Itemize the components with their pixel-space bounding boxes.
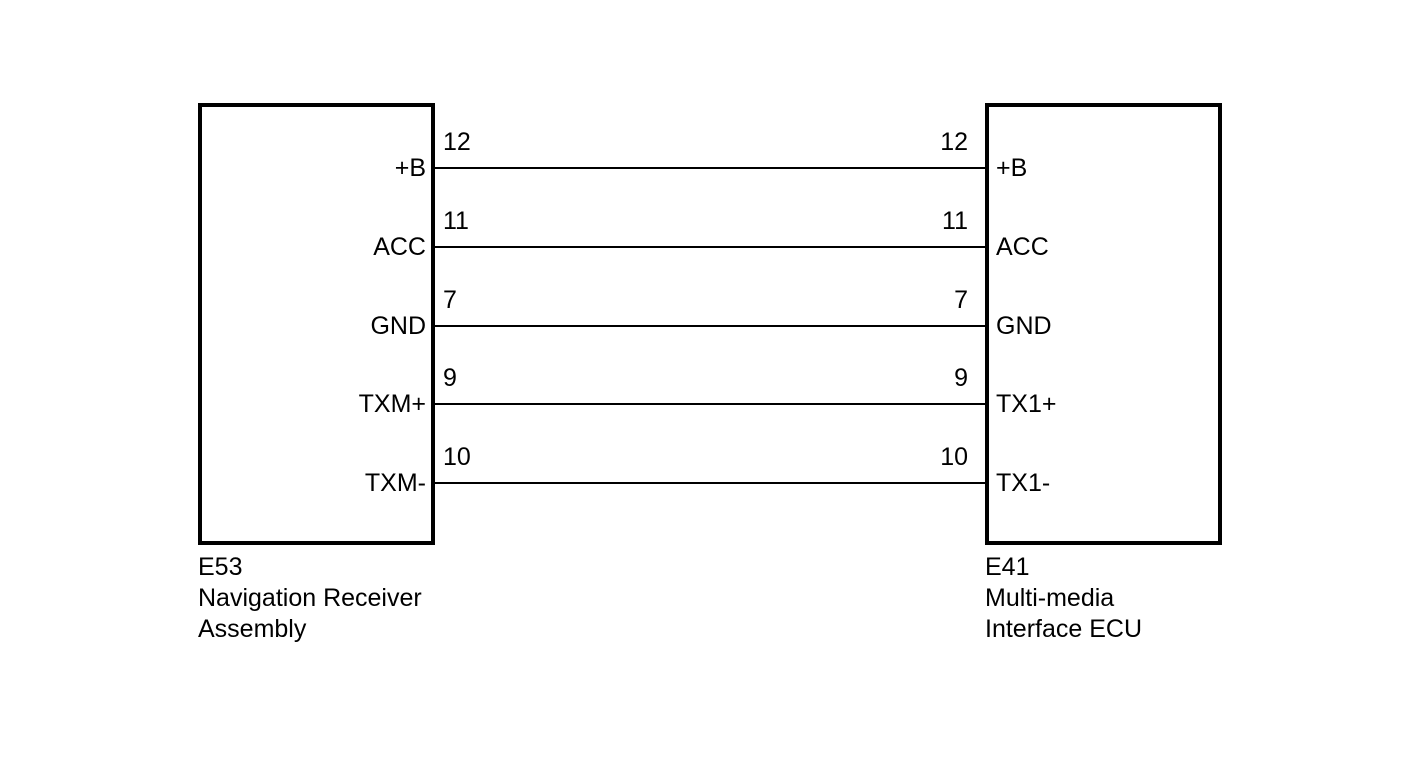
wire-line [435, 403, 985, 405]
left-pin-number: 11 [443, 207, 469, 235]
right-connector-caption: E41 Multi-media Interface ECU [985, 552, 1142, 645]
left-pin-number: 9 [443, 364, 457, 392]
right-pin-number: 9 [954, 364, 968, 392]
left-pin-label: TXM- [364, 469, 426, 497]
left-connector-caption: E53 Navigation Receiver Assembly [198, 552, 422, 645]
right-pin-label: ACC [996, 233, 1049, 261]
left-pin-label: +B [394, 154, 426, 182]
right-pin-label: TX1- [996, 469, 1051, 497]
wire-line [435, 482, 985, 484]
wire-line [435, 246, 985, 248]
right-connector-code: E41 [985, 553, 1030, 581]
left-pin-label: ACC [373, 233, 426, 261]
left-connector-name2: Assembly [198, 615, 307, 643]
right-connector-name: Multi-media [985, 584, 1115, 612]
right-pin-label: TX1+ [996, 390, 1057, 418]
left-connector-code: E53 [198, 553, 243, 581]
left-pin-label: TXM+ [358, 390, 426, 418]
left-pin-number: 10 [443, 443, 471, 471]
left-pin-number: 12 [443, 128, 471, 156]
wire-line [435, 167, 985, 169]
right-pin-number: 10 [940, 443, 968, 471]
right-pin-number: 11 [942, 207, 968, 235]
right-pin-label: +B [996, 154, 1028, 182]
right-connector-name2: Interface ECU [985, 615, 1143, 643]
right-pin-label: GND [996, 312, 1052, 340]
right-pin-number: 12 [940, 128, 968, 156]
right-pin-number: 7 [954, 286, 968, 314]
wire-line [435, 325, 985, 327]
right-connector-box [985, 103, 1222, 545]
left-connector-name: Navigation Receiver [198, 584, 422, 612]
left-pin-number: 7 [443, 286, 457, 314]
left-pin-label: GND [370, 312, 426, 340]
left-connector-box [198, 103, 435, 545]
